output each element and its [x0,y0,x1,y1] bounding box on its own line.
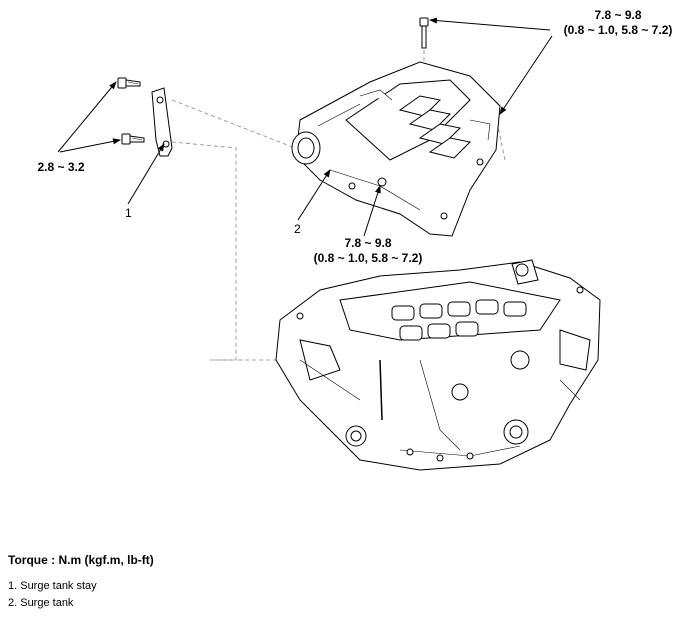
surge-tank [291,61,501,237]
surge-tank-top-bolt [419,17,429,49]
part-number-1: 1 [125,206,132,220]
stay-bolt-upper [117,77,141,89]
part-number-2: 2 [294,222,301,236]
arrow-surge-tank [297,169,331,221]
torque-callout-top-right: 7.8 ~ 9.8 (0.8 ~ 1.0, 5.8 ~ 7.2) [556,8,680,38]
legend-item: 2. Surge tank [8,597,74,609]
surge-tank-exploded-diagram [57,17,601,471]
arrow-right-bolt [499,35,553,115]
arrow-stay-bolt-lower [59,138,121,153]
engine-block [275,259,601,471]
torque-value: 7.8 ~ 9.8 [594,8,642,22]
torque-callout-middle: 7.8 ~ 9.8 (0.8 ~ 1.0, 5.8 ~ 7.2) [306,236,430,266]
legend: Torque : N.m (kgf.m, lb-ft) 1. Surge tan… [8,552,668,612]
alignment-dashed-lines [171,50,506,361]
torque-conversion: (0.8 ~ 1.0, 5.8 ~ 7.2) [563,23,673,37]
leader-arrows [57,17,553,237]
torque-unit-heading: Torque : N.m (kgf.m, lb-ft) [8,553,154,567]
arrow-stay [127,143,165,205]
stay-bolt-lower [121,133,145,145]
torque-value: 2.8 ~ 3.2 [37,160,85,174]
torque-value: 7.8 ~ 9.8 [344,236,392,250]
arrow-top-bolt [429,17,551,31]
arrow-middle-bolt [363,185,381,237]
torque-conversion: (0.8 ~ 1.0, 5.8 ~ 7.2) [313,251,423,265]
legend-item: 1. Surge tank stay [8,580,97,592]
torque-callout-stay-bolts: 2.8 ~ 3.2 [26,160,96,175]
surge-tank-stay [151,87,173,157]
arrow-stay-bolt-upper [57,81,117,153]
